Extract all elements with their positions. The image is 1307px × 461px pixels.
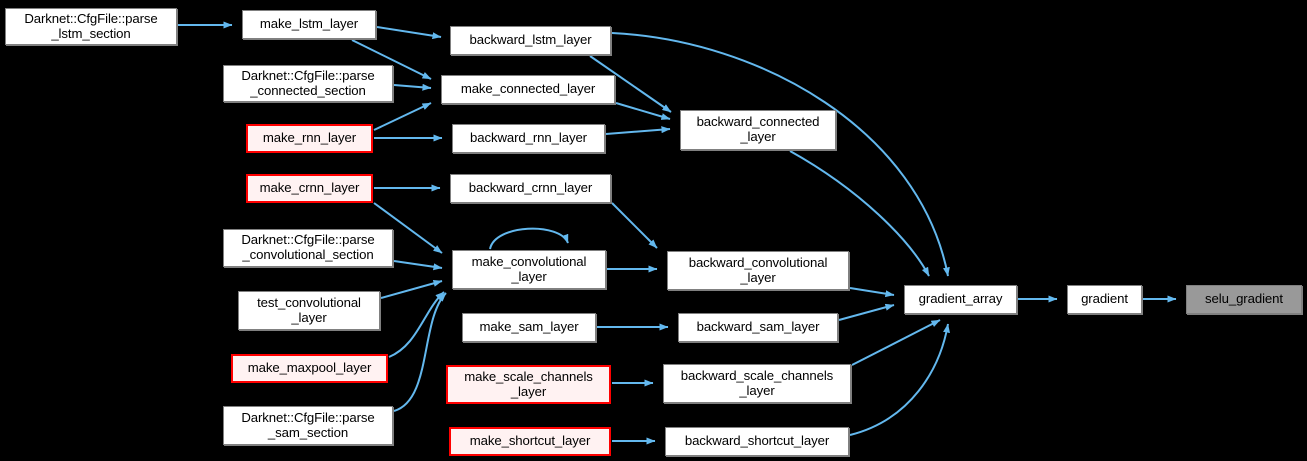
edge-make-rnn-to-make-connected xyxy=(373,102,432,131)
edge-backward-sam-to-gradient-array xyxy=(838,303,895,321)
node-backward_rnn_layer[interactable]: backward_rnn_layer xyxy=(452,124,605,153)
node-parse_convolutional_section[interactable]: Darknet::CfgFile::parse _convolutional_s… xyxy=(223,229,393,267)
edge-backward-shortcut-to-gradient-array xyxy=(849,323,950,436)
node-make_shortcut_layer[interactable]: make_shortcut_layer xyxy=(449,427,611,456)
node-make_scale_channels_layer[interactable]: make_scale_channels _layer xyxy=(446,365,611,404)
node-make_connected_layer[interactable]: make_connected_layer xyxy=(441,75,615,104)
node-backward_sam_layer[interactable]: backward_sam_layer xyxy=(678,313,838,342)
edge-make-lstm-to-backward-lstm xyxy=(376,26,442,40)
edge-backward-scale-to-gradient-array xyxy=(851,319,941,366)
node-backward_lstm_layer[interactable]: backward_lstm_layer xyxy=(450,26,611,55)
node-parse_connected_section[interactable]: Darknet::CfgFile::parse _connected_secti… xyxy=(223,65,393,102)
node-backward_scale_channels_layer[interactable]: backward_scale_channels _layer xyxy=(663,364,851,403)
edge-make-conv-self-loop xyxy=(489,227,569,250)
edge-make-maxpool-to-make-conv xyxy=(388,291,445,358)
node-parse_sam_section[interactable]: Darknet::CfgFile::parse _sam_section xyxy=(223,406,393,445)
edge-make-lstm-to-make-connected xyxy=(351,39,432,80)
edge-make-connected-to-backward-connected xyxy=(615,102,671,120)
edge-backward-conv-to-gradient-array xyxy=(849,287,895,298)
edge-parse-connected-to-make-connected xyxy=(393,83,432,91)
node-parse_lstm_section[interactable]: Darknet::CfgFile::parse _lstm_section xyxy=(5,8,177,45)
edge-backward-connected-to-gradient-array xyxy=(789,150,930,277)
edge-test-conv-to-make-conv xyxy=(380,279,443,299)
edge-parse-sam-to-make-conv xyxy=(393,292,447,412)
edge-group xyxy=(178,21,1177,445)
edge-backward-rnn-to-backward-connected xyxy=(605,126,671,135)
node-make_maxpool_layer[interactable]: make_maxpool_layer xyxy=(231,354,388,383)
node-make_sam_layer[interactable]: make_sam_layer xyxy=(462,313,596,342)
edge-make-crnn-to-make-conv xyxy=(373,202,443,254)
node-selu_gradient: selu_gradient xyxy=(1186,285,1302,314)
edge-backward-lstm-to-gradient-array xyxy=(611,32,950,277)
node-gradient[interactable]: gradient xyxy=(1067,285,1142,314)
node-backward_connected_layer[interactable]: backward_connected _layer xyxy=(680,110,836,150)
edge-parse-conv-to-make-conv xyxy=(393,260,443,271)
edge-backward-lstm-to-backward-connected xyxy=(589,55,672,113)
node-make_lstm_layer[interactable]: make_lstm_layer xyxy=(242,10,376,39)
node-make_convolutional_layer[interactable]: make_convolutional _layer xyxy=(452,250,606,289)
node-make_rnn_layer[interactable]: make_rnn_layer xyxy=(246,124,373,153)
node-backward_shortcut_layer[interactable]: backward_shortcut_layer xyxy=(665,427,849,456)
node-backward_convolutional_layer[interactable]: backward_convolutional _layer xyxy=(667,251,849,290)
edge-backward-crnn-to-backward-conv xyxy=(611,202,658,249)
node-test_convolutional_layer[interactable]: test_convolutional _layer xyxy=(238,291,380,330)
node-backward_crnn_layer[interactable]: backward_crnn_layer xyxy=(450,174,611,203)
node-gradient_array[interactable]: gradient_array xyxy=(904,285,1017,314)
node-make_crnn_layer[interactable]: make_crnn_layer xyxy=(246,174,373,203)
